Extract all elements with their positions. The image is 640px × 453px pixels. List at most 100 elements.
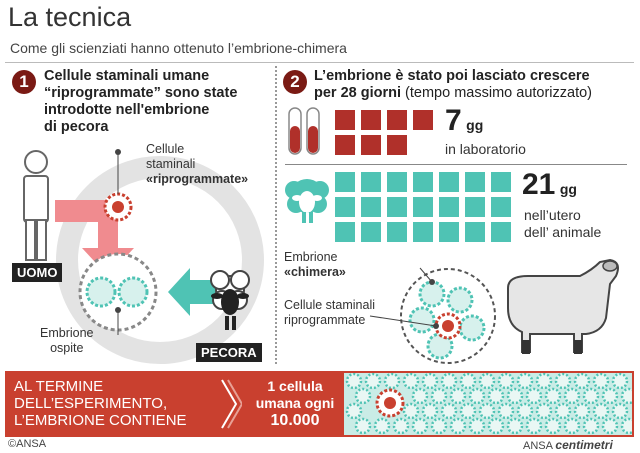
heading-line: Cellule staminali umane — [44, 68, 210, 84]
cycle-ring — [56, 156, 264, 364]
lab-days-number: 7 — [445, 104, 462, 137]
cell — [611, 373, 629, 390]
cell-pattern — [344, 373, 632, 435]
label-line: «chimera» — [284, 265, 346, 279]
heading-line: per 28 giorni (tempo massimo autorizzato… — [314, 85, 592, 102]
day-square — [387, 222, 407, 242]
credit-brand: ANSA centimetri — [523, 438, 613, 452]
cell — [497, 373, 515, 390]
cell — [411, 387, 429, 405]
caption-line: nell’utero — [524, 207, 581, 223]
cell — [440, 373, 458, 390]
pointer-dot — [115, 149, 121, 155]
day-square — [439, 222, 459, 242]
sheep-body-icon — [507, 258, 619, 354]
uterus-days-number: 21 — [522, 168, 556, 201]
chevron-right-icon — [221, 379, 242, 429]
cell — [373, 417, 391, 435]
heading-light: (tempo massimo autorizzato) — [401, 85, 593, 101]
cell — [459, 373, 477, 390]
cell — [601, 387, 619, 405]
cell — [421, 402, 439, 420]
section-divider — [275, 66, 277, 364]
credit-ansa: ANSA — [523, 440, 553, 452]
cell — [592, 373, 610, 390]
cell — [430, 417, 448, 435]
conclusion-ratio: 1 cellula umana ogni 10.000 — [250, 378, 340, 429]
day-square — [335, 172, 355, 192]
cell — [506, 417, 524, 435]
day-square — [361, 110, 381, 130]
cell — [535, 402, 553, 420]
cell — [487, 417, 505, 435]
day-square — [361, 222, 381, 242]
day-square — [361, 172, 381, 192]
day-square — [465, 222, 485, 242]
cell — [354, 417, 372, 435]
cell — [516, 402, 534, 420]
lab-days-squares — [335, 110, 435, 158]
credit-copyright: ©ANSA — [8, 438, 47, 450]
caption-line: dell’ animale — [524, 224, 602, 240]
chimera-embryo-outline — [400, 268, 496, 364]
lab-caption: in laboratorio — [445, 141, 526, 157]
day-square — [335, 222, 355, 242]
label-reprogrammed-cells: Cellule staminali riprogrammate — [284, 298, 375, 328]
cell — [392, 417, 410, 435]
heading-line: introdotte nell'embrione — [44, 102, 210, 118]
human-cell-icon — [434, 312, 462, 340]
cell — [478, 402, 496, 420]
cell — [611, 402, 629, 420]
cell — [582, 417, 600, 435]
day-square — [439, 172, 459, 192]
cell — [487, 387, 505, 405]
cell — [497, 402, 515, 420]
step-1-badge: 1 — [12, 70, 36, 94]
cell — [354, 387, 372, 405]
uterus-caption: nell’utero dell’ animale — [524, 207, 601, 241]
page-title: La tecnica — [8, 2, 132, 32]
day-square — [413, 172, 433, 192]
section-1-illustration — [23, 149, 264, 364]
cell — [516, 373, 534, 390]
cell — [402, 373, 420, 390]
cell — [573, 373, 591, 390]
ratio-line: umana ogni — [255, 395, 335, 411]
cell — [468, 417, 486, 435]
cell — [544, 387, 562, 405]
stem-cell-icon — [103, 192, 133, 222]
label-line: ospite — [50, 341, 84, 355]
cell — [525, 417, 543, 435]
section-2-heading: L’embrione è stato poi lasciato crescere… — [314, 68, 592, 102]
day-square — [335, 135, 355, 155]
cell — [506, 387, 524, 405]
human-figure-icon — [23, 150, 49, 261]
day-square — [413, 222, 433, 242]
uterus-days-unit: gg — [559, 181, 577, 197]
cell — [592, 402, 610, 420]
heading-bold: per 28 giorni — [314, 85, 402, 101]
day-square — [491, 222, 511, 242]
heading-line: “riprogrammate” sono state — [44, 85, 238, 101]
ratio-line: 10.000 — [270, 412, 320, 429]
label-stem-cells: Cellule staminali «riprogrammate» — [146, 142, 248, 187]
uterus-days-value: 21 gg — [522, 168, 577, 202]
sheep-icon — [285, 179, 329, 223]
section-1-heading: Cellule staminali umane “riprogrammate” … — [44, 68, 237, 136]
uterus-days-squares — [335, 172, 515, 244]
cell — [364, 373, 382, 390]
day-square — [491, 197, 511, 217]
day-square — [361, 135, 381, 155]
cell — [620, 417, 632, 435]
pointer-dot — [433, 323, 439, 329]
section-2-inner-divider — [285, 164, 627, 165]
section-2-illustration — [369, 258, 619, 364]
tag-sheep: PECORA — [196, 343, 262, 362]
day-square — [413, 197, 433, 217]
cell — [535, 373, 553, 390]
day-square — [465, 197, 485, 217]
label-chimera-embryo: Embrione «chimera» — [284, 250, 346, 280]
label-line: staminali — [146, 157, 196, 171]
page-subtitle: Come gli scienziati hanno ottenuto l’emb… — [10, 40, 347, 56]
